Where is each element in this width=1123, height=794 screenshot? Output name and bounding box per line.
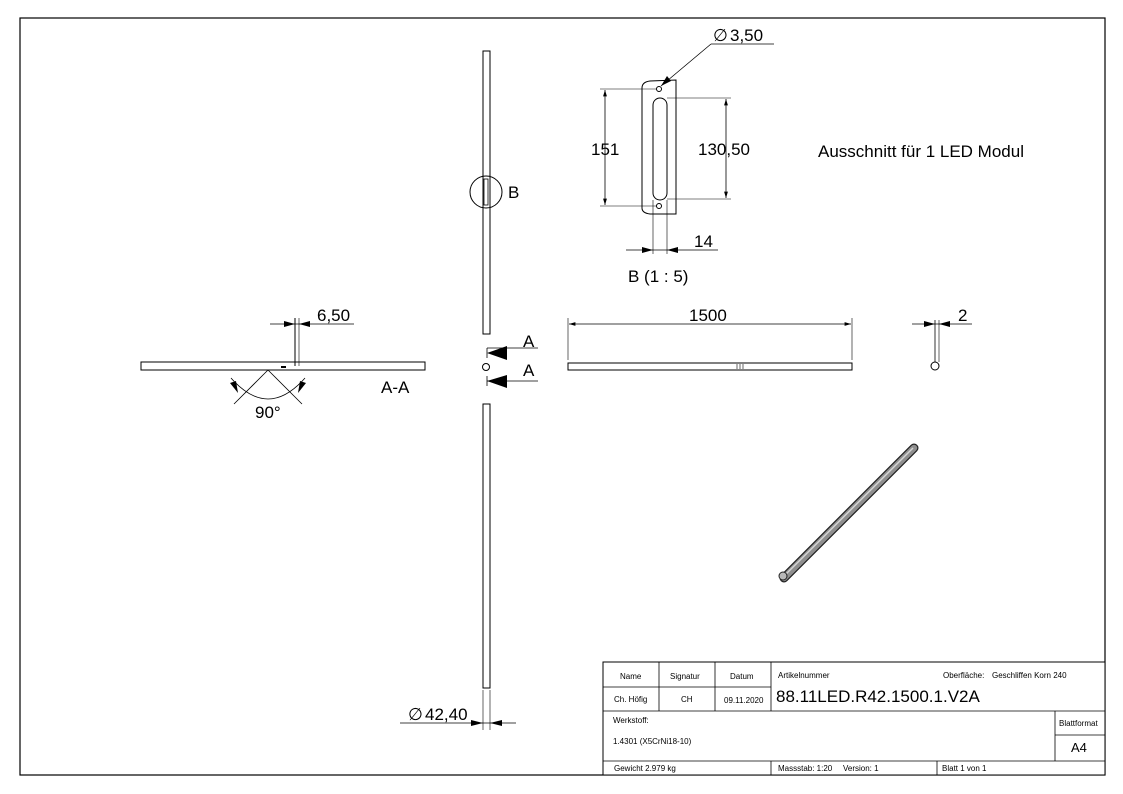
tube-side [567, 362, 853, 371]
detail-caption: B (1 : 5) [628, 267, 688, 286]
arrowhead [939, 321, 950, 327]
section-arrowhead [487, 346, 507, 360]
dim-hole-diameter: 3,50 [730, 26, 763, 45]
isometric-view [778, 443, 919, 583]
arrowhead [490, 720, 502, 726]
tube-end-circle [930, 361, 940, 371]
arrowhead [471, 720, 483, 726]
section-cut-mark [281, 366, 286, 368]
iso-tube-body [780, 444, 918, 582]
tube-lower-segment [482, 403, 491, 689]
arrowhead [284, 321, 295, 327]
section-arrowhead [487, 375, 507, 388]
tb-signature-header: Signatur [670, 672, 700, 681]
tb-sheet-format-label: Blattformat [1059, 719, 1098, 728]
tb-sheet-format-value: A4 [1071, 740, 1087, 755]
dim-slot-inner-height: 130,50 [698, 140, 750, 159]
tube-end-view [482, 363, 490, 371]
tb-signature-value: CH [681, 695, 693, 704]
angle-leg [267, 369, 303, 405]
tb-material-label: Werkstoff: [613, 716, 649, 725]
tb-material-value: 1.4301 (X5CrNi18-10) [613, 737, 692, 746]
front-view: B ∅ 42,40 [400, 50, 519, 730]
arrowhead [642, 247, 653, 253]
arrowhead [299, 321, 310, 327]
tube-upper-segment [482, 50, 491, 335]
side-view: 1500 [567, 306, 853, 371]
tb-version: Version: 1 [843, 764, 879, 773]
diameter-symbol: ∅ [408, 705, 423, 724]
dim-section-offset: 6,50 [317, 306, 350, 325]
arrowhead [298, 381, 306, 393]
arrowhead [661, 76, 671, 86]
section-label: A-A [381, 378, 410, 397]
title-block-frame [602, 661, 1106, 776]
cutout-note: Ausschnitt für 1 LED Modul [818, 142, 1024, 161]
detail-b-circle [469, 175, 503, 209]
iso-tube-highlight [782, 447, 914, 578]
tb-surface-value: Geschliffen Korn 240 [992, 671, 1067, 680]
arrowhead [230, 381, 238, 393]
detail-outline [641, 79, 677, 215]
tb-name-header: Name [620, 672, 642, 681]
tb-date-value: 09.11.2020 [724, 696, 764, 705]
dim-slot-height: 151 [591, 140, 619, 159]
arrowhead [924, 321, 935, 327]
mount-hole-bottom [656, 203, 662, 209]
angle-leg [233, 369, 269, 405]
section-arrows: A A [482, 332, 538, 388]
tb-weight: Gewicht 2.979 kg [614, 764, 676, 773]
led-slot [652, 97, 668, 201]
dim-slot-width: 14 [694, 232, 713, 251]
tb-surface-label: Oberfläche: [943, 671, 984, 680]
dim-wall-thickness: 2 [958, 306, 967, 325]
tb-article-header: Artikelnummer [778, 671, 830, 680]
dim-length: 1500 [689, 306, 727, 325]
tb-name-value: Ch. Höfig [614, 695, 647, 704]
dim-tube-diameter: 42,40 [425, 705, 468, 724]
tb-article-number: 88.11LED.R42.1500.1.V2A [776, 687, 980, 706]
tb-sheet-number: Blatt 1 von 1 [942, 764, 987, 773]
diameter-symbol: ∅ [713, 26, 728, 45]
tb-date-header: Datum [730, 672, 754, 681]
detail-b-slot [483, 178, 489, 206]
section-aa-view: 6,50 90° A-A [140, 306, 426, 422]
end-view: 2 [912, 306, 972, 371]
detail-b-marker: B [508, 183, 519, 202]
sheet-border [19, 17, 1106, 776]
section-arrow-label-bottom: A [523, 361, 535, 380]
detail-b-view: ∅ 3,50 151 130,50 14 B (1 : 5) [591, 26, 774, 286]
section-arrow-label-top: A [523, 332, 535, 351]
mount-hole-top [656, 86, 662, 92]
title-block: Name Signatur Datum Artikelnummer Oberfl… [602, 661, 1106, 776]
arrowhead [667, 247, 678, 253]
angle-arc [230, 377, 306, 400]
iso-tube-end [778, 571, 788, 581]
tb-scale: Massstab: 1:20 [778, 764, 833, 773]
dim-angle: 90° [255, 403, 281, 422]
